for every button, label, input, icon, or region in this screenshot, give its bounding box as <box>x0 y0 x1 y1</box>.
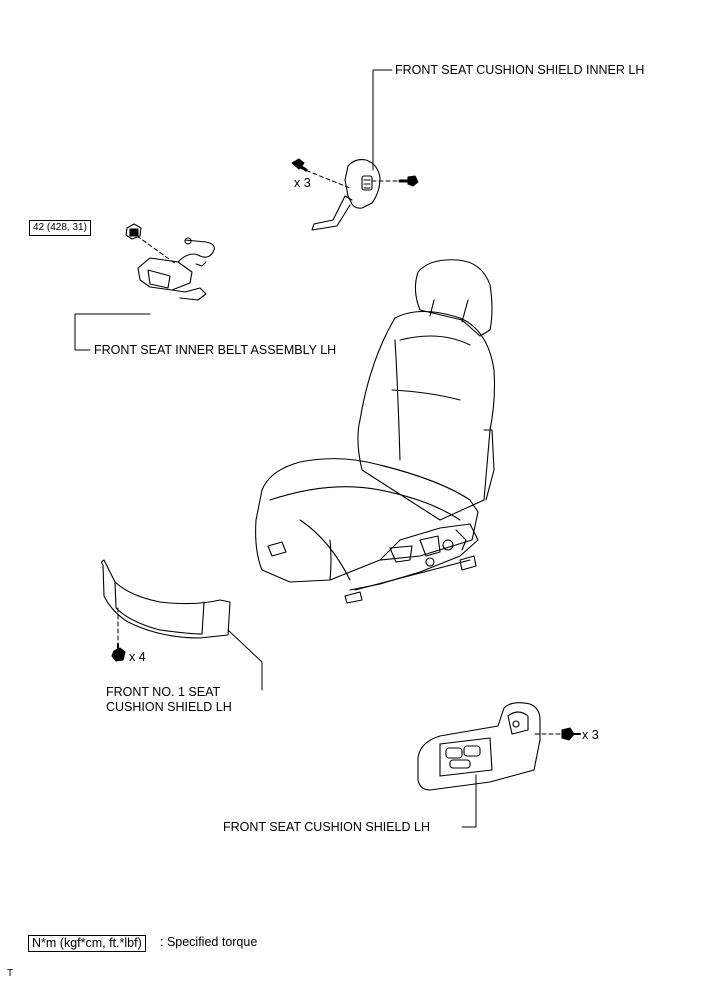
shield-inner-part <box>311 159 381 231</box>
leader-no1-shield <box>227 629 263 691</box>
corner-mark: T <box>7 968 14 979</box>
dashed-fastener-lines <box>117 167 563 735</box>
seat-assembly <box>255 259 496 604</box>
qty-no1-screws: x 4 <box>129 650 146 664</box>
dashed-line-belt <box>136 235 177 265</box>
label-inner-belt: FRONT SEAT INNER BELT ASSEMBLY LH <box>94 343 337 357</box>
screw-shield-icon <box>561 727 581 741</box>
qty-inner-screws: x 3 <box>294 176 311 190</box>
dashed-line-inner-left <box>299 167 351 189</box>
torque-box-belt: 42 (428, 31) <box>29 220 91 236</box>
leader-shield <box>461 774 477 828</box>
screw-inner-right-icon <box>398 175 419 187</box>
leader-shield-inner <box>372 69 393 171</box>
label-shield: FRONT SEAT CUSHION SHIELD LH <box>223 820 430 834</box>
inner-belt-part <box>137 237 215 301</box>
shield-part <box>417 702 541 791</box>
no1-shield-part <box>101 559 231 639</box>
label-shield-inner: FRONT SEAT CUSHION SHIELD INNER LH <box>395 63 645 77</box>
qty-shield-screws: x 3 <box>582 728 599 742</box>
legend-description: : Specified torque <box>160 935 258 949</box>
leader-inner-belt <box>74 313 151 351</box>
leader-lines <box>74 69 477 828</box>
label-no1-shield-line1: FRONT NO. 1 SEAT <box>106 685 221 699</box>
label-no1-shield-line2: CUSHION SHIELD LH <box>106 700 232 714</box>
screw-no1-icon <box>111 643 126 662</box>
legend-torque-box: N*m (kgf*cm, ft.*lbf) <box>28 935 146 952</box>
screw-inner-left-icon <box>291 158 308 172</box>
belt-bolt-icon <box>125 223 142 240</box>
